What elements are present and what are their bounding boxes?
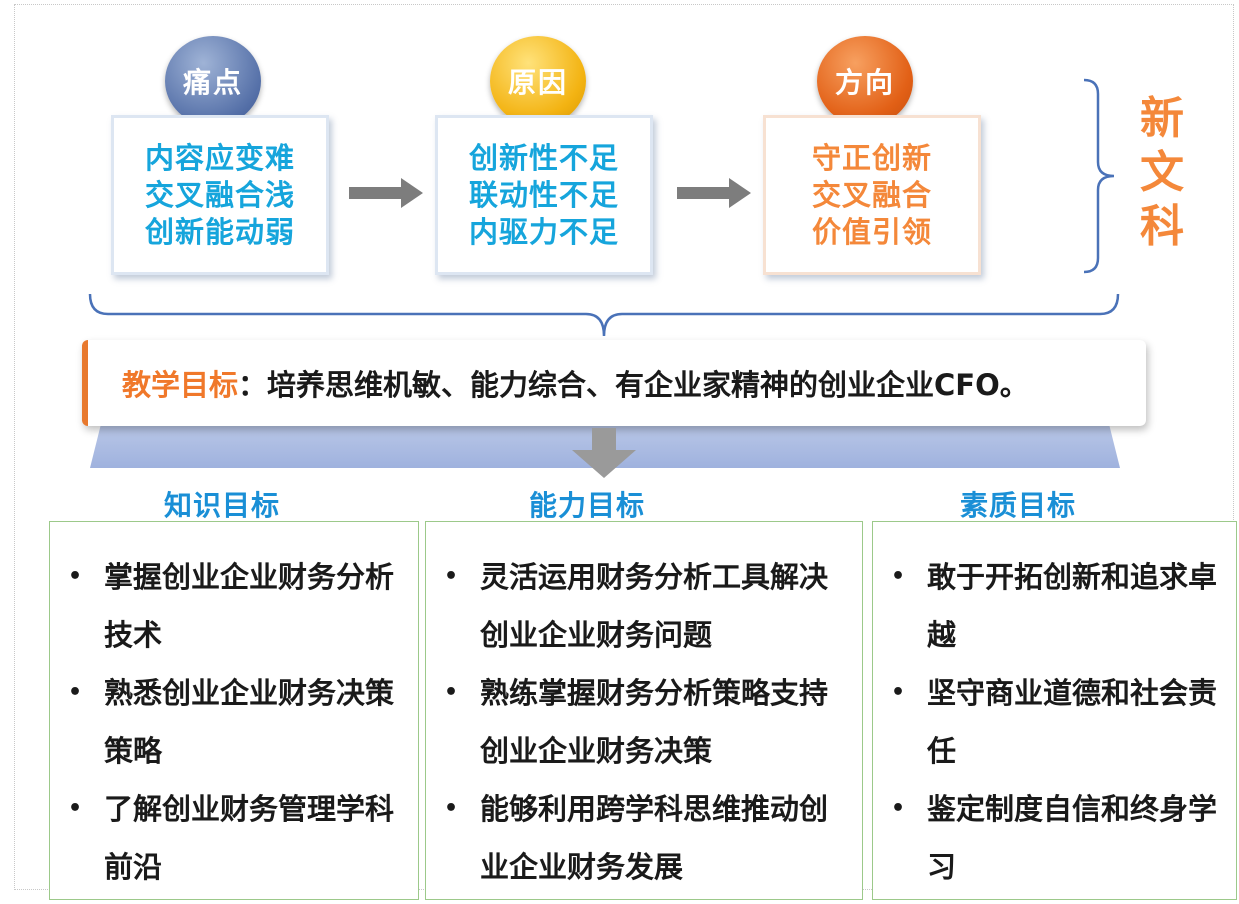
direction-line: 价值引领 bbox=[811, 214, 932, 249]
ability-goal-box: •灵活运用财务分析工具解决创业企业财务问题 •熟练掌握财务分析策略支持创业企业财… bbox=[425, 521, 863, 900]
bullet-icon: • bbox=[444, 680, 459, 705]
list-item: •鉴定制度自信和终身学习 bbox=[873, 780, 1236, 896]
bullet-icon: • bbox=[444, 796, 459, 821]
quality-goal-box: •敢于开拓创新和追求卓越 •坚守商业道德和社会责任 •鉴定制度自信和终身学习 bbox=[872, 521, 1237, 900]
side-label-char: 新 bbox=[1140, 93, 1184, 144]
direction-box: 守正创新 交叉融合 价值引领 bbox=[763, 115, 981, 275]
direction-line: 守正创新 bbox=[811, 140, 932, 175]
knowledge-goal-box: •掌握创业企业财务分析技术 •熟悉创业企业财务决策策略 •了解创业财务管理学科前… bbox=[49, 521, 419, 900]
bullet-icon: • bbox=[68, 796, 83, 821]
teaching-goal-banner: 教学目标：培养思维机敏、能力综合、有企业家精神的创业企业CFO。 bbox=[82, 340, 1146, 426]
direction-circle: 方向 bbox=[817, 36, 913, 126]
list-item: •熟悉创业企业财务决策策略 bbox=[50, 664, 418, 780]
cause-line: 创新性不足 bbox=[468, 140, 619, 175]
cause-line: 联动性不足 bbox=[468, 177, 619, 212]
teaching-goal-label: 教学目标 bbox=[122, 368, 239, 402]
new-liberal-arts-label: 新 文 科 bbox=[1132, 92, 1192, 254]
cause-box: 创新性不足 联动性不足 内驱力不足 bbox=[435, 115, 653, 275]
teaching-goal-text: ：培养思维机敏、能力综合、有企业家精神的创业企业CFO。 bbox=[238, 368, 1029, 402]
knowledge-goal-title: 知识目标 bbox=[164, 489, 281, 522]
list-item: •灵活运用财务分析工具解决创业企业财务问题 bbox=[426, 548, 862, 664]
bullet-icon: • bbox=[68, 680, 83, 705]
list-item: •了解创业财务管理学科前沿 bbox=[50, 780, 418, 896]
right-brace bbox=[1083, 78, 1115, 274]
list-item: •熟练掌握财务分析策略支持创业企业财务决策 bbox=[426, 664, 862, 780]
pain-point-line: 内容应变难 bbox=[144, 140, 295, 175]
direction-line: 交叉融合 bbox=[811, 177, 932, 212]
pain-point-line: 交叉融合浅 bbox=[144, 177, 295, 212]
bullet-icon: • bbox=[68, 564, 83, 589]
pain-point-circle: 痛点 bbox=[165, 36, 261, 126]
bottom-brace bbox=[88, 293, 1120, 337]
list-item: •掌握创业企业财务分析技术 bbox=[50, 548, 418, 664]
right-arrow-icon bbox=[349, 178, 423, 208]
list-item: •敢于开拓创新和追求卓越 bbox=[873, 548, 1236, 664]
side-label-char: 科 bbox=[1140, 201, 1184, 252]
bullet-icon: • bbox=[444, 564, 459, 589]
cause-circle: 原因 bbox=[490, 36, 586, 126]
ability-goal-title: 能力目标 bbox=[529, 489, 646, 522]
right-arrow-icon bbox=[677, 178, 751, 208]
pain-point-line: 创新能动弱 bbox=[144, 214, 295, 249]
bullet-icon: • bbox=[891, 796, 906, 821]
cause-line: 内驱力不足 bbox=[468, 214, 619, 249]
bullet-icon: • bbox=[891, 680, 906, 705]
pain-point-box: 内容应变难 交叉融合浅 创新能动弱 bbox=[111, 115, 329, 275]
list-item: •能够利用跨学科思维推动创业企业财务发展 bbox=[426, 780, 862, 896]
side-label-char: 文 bbox=[1140, 147, 1184, 198]
down-arrow-icon bbox=[572, 428, 636, 478]
quality-goal-title: 素质目标 bbox=[960, 489, 1077, 522]
list-item: •坚守商业道德和社会责任 bbox=[873, 664, 1236, 780]
bullet-icon: • bbox=[891, 564, 906, 589]
